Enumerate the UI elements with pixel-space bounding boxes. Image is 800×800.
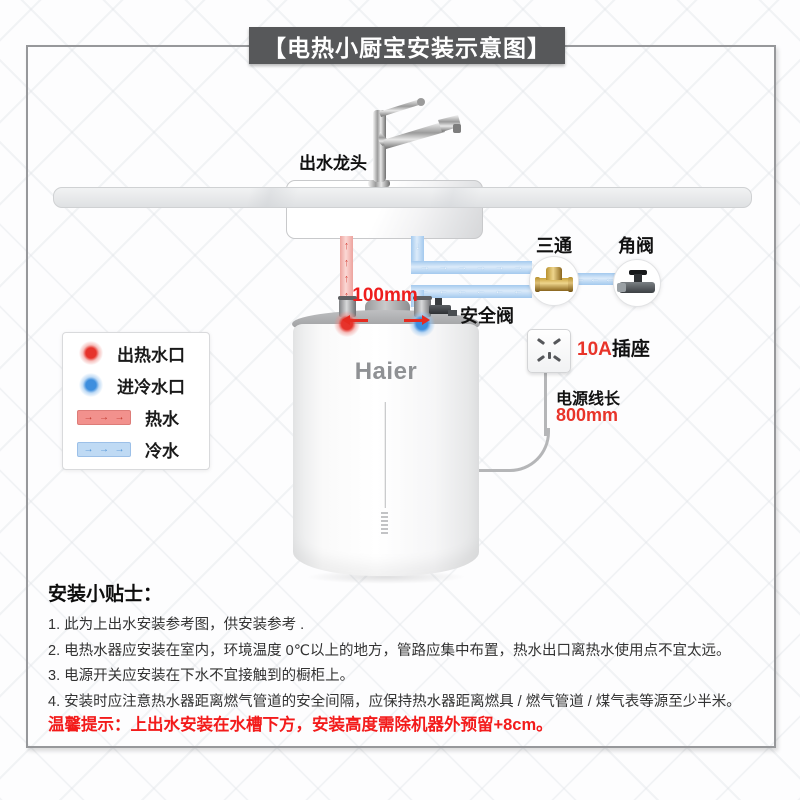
cold-pipe-valve-run: ←←← bbox=[570, 273, 620, 285]
angle-valve-icon bbox=[629, 270, 647, 275]
tee-fitting-badge bbox=[529, 256, 579, 306]
cold-water-bar-swatch: →→→ bbox=[77, 441, 131, 457]
tank-seam-line bbox=[384, 402, 386, 508]
cord-length-label: 电源线长 bbox=[556, 391, 621, 408]
dimension-arrow-left bbox=[342, 315, 368, 325]
installation-tips: 安装小贴士： 1. 此为上出水安装参考图，供安装参考 . 2. 电热水器应安装在… bbox=[48, 579, 764, 715]
warning-note: 温馨提示：上出水安装在水槽下方，安装高度需除机器外预留+8cm。 bbox=[48, 716, 553, 734]
socket-label: 10A插座 bbox=[577, 334, 650, 361]
tip-item: 2. 电热水器应安装在室内，环境温度 0℃以上的地方，管路应集中布置，热水出口离… bbox=[48, 642, 731, 659]
tip-item: 4. 安装时应注意热水器距离燃气管道的安全间隔，应保持热水器距离燃具 / 燃气管… bbox=[48, 693, 741, 710]
dimension-arrow-right bbox=[404, 315, 430, 325]
legend-row-cold-water: →→→ 冷水 bbox=[63, 433, 209, 465]
legend-label: 进冷水口 bbox=[117, 377, 185, 397]
distance-dimension-label: 100mm bbox=[352, 285, 418, 306]
angle-valve-icon bbox=[619, 282, 655, 293]
angle-valve-icon bbox=[617, 283, 626, 292]
faucet-icon bbox=[368, 98, 461, 187]
tee-label: 三通 bbox=[536, 236, 572, 256]
hot-water-pipe: ↑↑↑↑ bbox=[340, 236, 353, 306]
safety-valve-icon bbox=[435, 298, 442, 306]
cold-pipe-upper-run: →→→→→→ bbox=[411, 261, 532, 274]
cold-flow-arrows: →→→→→→ bbox=[419, 262, 524, 273]
safety-valve-label: 安全阀 bbox=[460, 306, 514, 326]
legend-box: 出热水口 进冷水口 →→→ 热水 →→→ 冷水 bbox=[62, 332, 210, 470]
socket-hole bbox=[552, 354, 562, 363]
haier-logo: Haier bbox=[354, 358, 418, 385]
faucet-label: 出水龙头 bbox=[299, 154, 367, 173]
power-socket-icon bbox=[527, 329, 571, 373]
tip-item: 3. 电源开关应安装在下水不宜接触到的橱柜上。 bbox=[48, 668, 355, 684]
power-cord bbox=[544, 371, 547, 436]
diagram-title: 【电热小厨宝安装示意图】 bbox=[249, 27, 565, 64]
cold-flow-arrows: ←←← bbox=[575, 273, 615, 285]
tee-fitting-icon bbox=[535, 277, 573, 292]
tank-gauge-ticks bbox=[381, 512, 388, 534]
hot-outlet-dot-swatch bbox=[79, 341, 103, 365]
tips-heading: 安装小贴士： bbox=[48, 584, 163, 605]
socket-hole bbox=[552, 337, 562, 346]
power-cord bbox=[478, 469, 510, 472]
water-heater-tank bbox=[293, 324, 479, 576]
socket-hole bbox=[536, 337, 546, 346]
countertop bbox=[53, 187, 752, 208]
socket-word-label: 插座 bbox=[611, 339, 650, 360]
legend-row-cold-inlet: 进冷水口 bbox=[63, 369, 209, 401]
cold-flow-arrows: ←←←←←← bbox=[419, 286, 524, 297]
angle-valve-badge bbox=[613, 259, 661, 307]
socket-amp-label: 10A bbox=[577, 339, 612, 360]
safety-valve-icon bbox=[429, 305, 451, 314]
hot-water-bar-swatch: →→→ bbox=[77, 409, 131, 425]
legend-row-hot-water: →→→ 热水 bbox=[63, 401, 209, 433]
tip-item: 1. 此为上出水安装参考图，供安装参考 . bbox=[48, 617, 305, 633]
legend-label: 热水 bbox=[145, 409, 179, 429]
cold-pipe-lower-run: ←←←←←← bbox=[411, 285, 532, 298]
cold-inlet-dot-swatch bbox=[79, 373, 103, 397]
angle-valve-icon bbox=[634, 274, 642, 284]
legend-row-hot-outlet: 出热水口 bbox=[63, 337, 209, 369]
cord-length-value: 800mm bbox=[556, 405, 619, 425]
socket-hole bbox=[548, 352, 551, 359]
socket-hole bbox=[536, 354, 546, 363]
tee-fitting-icon bbox=[546, 267, 562, 280]
safety-valve-icon bbox=[448, 310, 457, 316]
angle-valve-label: 角阀 bbox=[618, 236, 654, 256]
legend-label: 冷水 bbox=[145, 441, 179, 461]
hot-flow-arrows: ↑↑↑↑ bbox=[343, 240, 350, 301]
legend-label: 出热水口 bbox=[117, 345, 185, 365]
